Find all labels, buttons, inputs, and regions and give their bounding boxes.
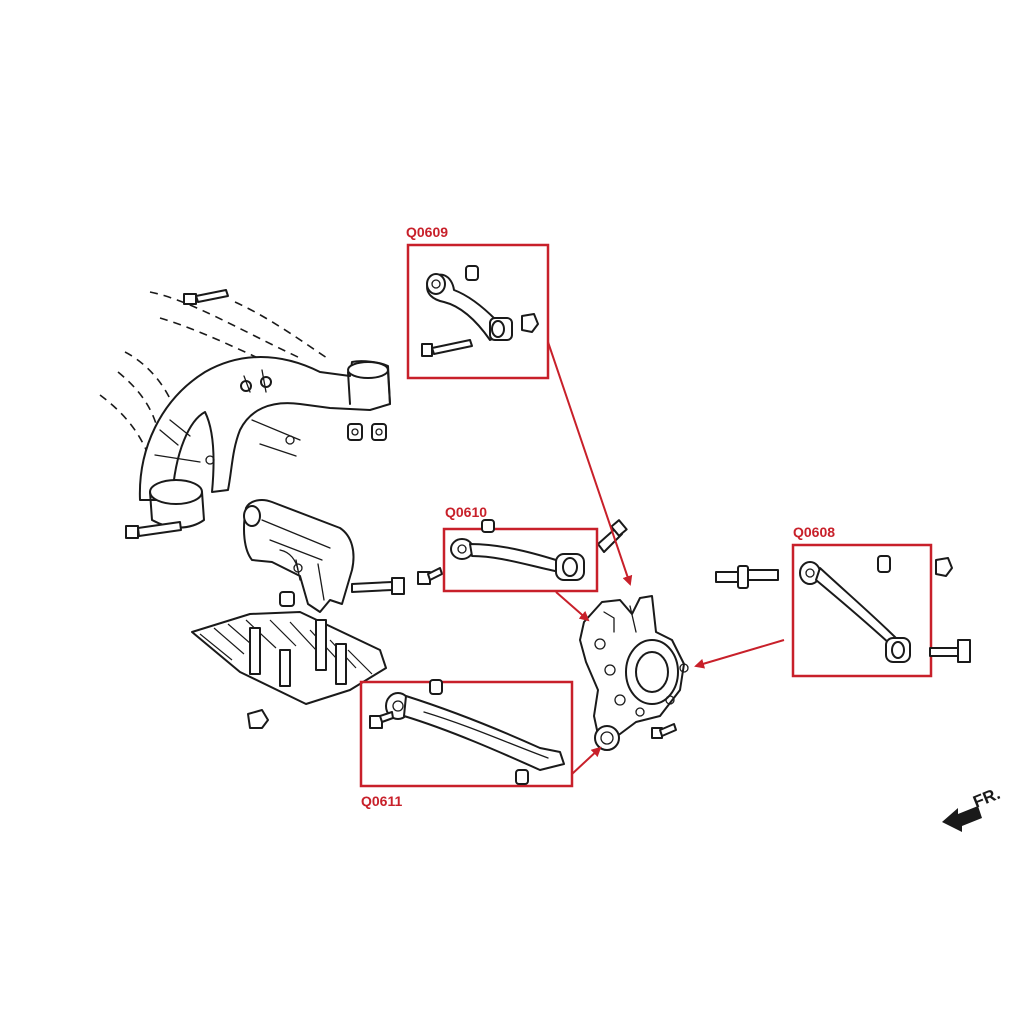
callout-frame: [406, 243, 550, 380]
nut-icon: [371, 423, 387, 441]
underbody-tray: [191, 611, 387, 729]
front-arrow-icon: [942, 806, 982, 832]
bolt-icon: [929, 639, 971, 663]
bolt-icon: [351, 577, 405, 595]
nut-icon: [347, 423, 363, 441]
arrow-q0608: [694, 639, 785, 669]
nut-icon: [935, 557, 953, 577]
nut-icon: [521, 313, 539, 333]
nut-icon: [429, 679, 443, 695]
part-code-label: Q0608: [793, 524, 835, 540]
nut-icon: [515, 769, 529, 785]
callout-arrows: [547, 341, 785, 775]
rear-subframe: [99, 289, 391, 539]
arrow-q0611: [571, 746, 602, 775]
bolt-icon: [651, 723, 677, 739]
bolt-icon: [417, 567, 443, 585]
callout-box-q0610[interactable]: Q0610: [442, 504, 599, 593]
part-code-label: Q0609: [406, 224, 448, 240]
nut-icon: [247, 709, 269, 729]
arrow-q0610: [555, 591, 590, 622]
nut-icon: [279, 591, 295, 607]
part-code-label: Q0610: [445, 504, 487, 520]
callout-box-q0611[interactable]: Q0611: [359, 679, 574, 809]
lateral-control-link: [799, 555, 971, 663]
rear-knuckle: [579, 519, 689, 751]
callout-frame: [359, 680, 574, 788]
nut-icon: [465, 265, 479, 281]
bolt-icon: [715, 565, 779, 589]
bolt-icon: [125, 521, 182, 539]
bolt-icon: [183, 289, 229, 305]
diff-mount-bracket: [243, 499, 443, 613]
nut-icon: [481, 519, 495, 533]
bolt-icon: [597, 519, 628, 553]
toe-control-link: [450, 519, 585, 581]
callout-frame: [791, 543, 933, 678]
upper-control-arm: [421, 265, 539, 357]
nut-icon: [877, 555, 891, 573]
callout-box-q0609[interactable]: Q0609: [406, 224, 550, 380]
front-direction-indicator: FR.: [942, 784, 1003, 832]
callout-frame: [442, 527, 599, 593]
part-code-label: Q0611: [361, 793, 402, 809]
arrow-q0609: [547, 341, 633, 586]
front-label: FR.: [970, 784, 1003, 812]
callout-box-q0608[interactable]: Q0608: [791, 524, 971, 678]
bolt-icon: [369, 711, 394, 729]
lower-control-arm: [369, 679, 565, 785]
